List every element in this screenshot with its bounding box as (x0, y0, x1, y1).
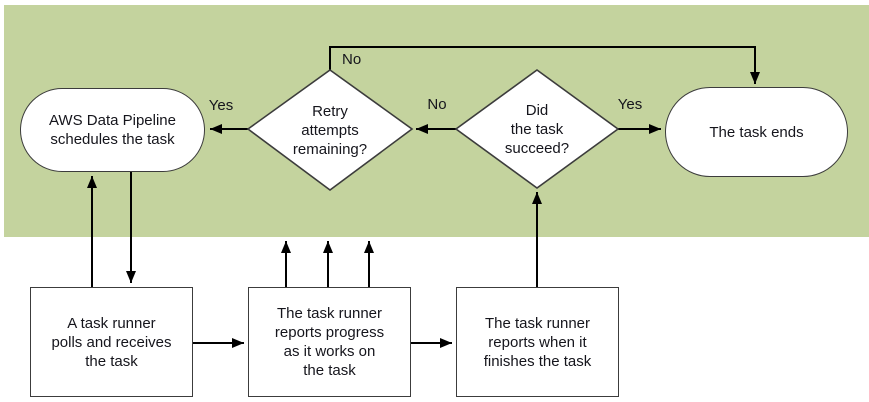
edge-label-succeed-yes: Yes (617, 96, 643, 113)
decision-succeed-shape (454, 69, 620, 189)
edge-label-retry-no: No (342, 51, 362, 68)
node-task-runner-reports-finish: The task runner reports when it finishes… (456, 287, 619, 397)
edge-retry-no-to-ends (329, 46, 760, 84)
node-label: Retry attempts remaining? (292, 102, 368, 158)
node-label: Did the task succeed? (504, 101, 570, 157)
edge-label-retry-yes: Yes (208, 97, 234, 114)
node-did-task-succeed: Did the task succeed? (469, 91, 605, 167)
edge-label-succeed-no: No (427, 96, 447, 113)
node-aws-pipeline-schedules-task: AWS Data Pipeline schedules the task (20, 88, 205, 172)
node-label: The task runner reports when it finishes… (483, 314, 592, 370)
node-label: The task ends (709, 123, 804, 141)
node-task-runner-polls: A task runner polls and receives the tas… (30, 287, 193, 397)
node-task-ends: The task ends (665, 87, 848, 177)
decision-retry-shape (246, 69, 414, 191)
node-label: A task runner polls and receives the tas… (51, 314, 172, 370)
node-label: AWS Data Pipeline schedules the task (48, 112, 176, 148)
node-label: The task runner reports progress as it w… (274, 305, 385, 379)
node-task-runner-reports-progress: The task runner reports progress as it w… (248, 287, 411, 397)
node-retry-attempts-remaining: Retry attempts remaining? (262, 92, 398, 168)
